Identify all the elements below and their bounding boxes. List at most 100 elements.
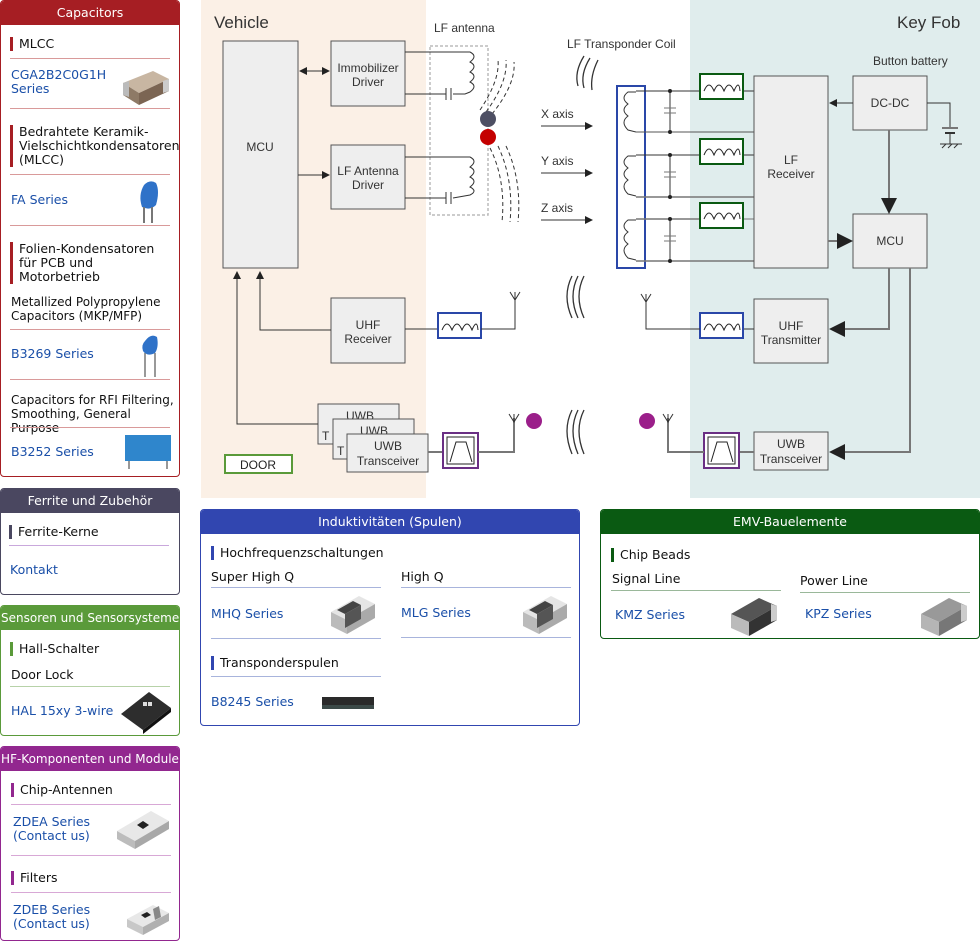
divider	[11, 804, 171, 805]
section-chip-antennen: Chip-Antennen	[11, 783, 113, 797]
uwb-dot-icon	[639, 413, 655, 429]
link-cga2b2c0g1h[interactable]: CGA2B2C0G1H Series	[11, 67, 107, 96]
mlg-inductor-image	[523, 596, 567, 634]
divider	[10, 225, 170, 226]
link-hal-15xy[interactable]: HAL 15xy 3-wire	[11, 703, 114, 718]
link-b8245-series[interactable]: B8245 Series	[211, 694, 294, 709]
divider	[10, 329, 170, 330]
uhf-receiver-block: UHF Receiver	[330, 297, 406, 364]
antenna-icon	[662, 413, 674, 423]
lf-transponder-label: LF Transponder Coil	[567, 37, 676, 51]
transponder-coils	[623, 91, 637, 261]
transponder-coil-box	[616, 85, 646, 269]
link-mhq-series[interactable]: MHQ Series	[211, 606, 284, 621]
chip-bead-2	[699, 138, 744, 165]
svg-text:Driver: Driver	[352, 75, 384, 89]
wireless-waves-icon	[566, 55, 599, 455]
section-mlcc: MLCC	[10, 37, 54, 51]
zdea-antenna-image	[117, 811, 169, 849]
chip-bead-3	[699, 202, 744, 229]
link-mlg-series[interactable]: MLG Series	[401, 605, 471, 620]
divider	[10, 108, 170, 109]
divider	[10, 379, 170, 380]
chip-bead-1	[699, 73, 744, 100]
keyfob-label: Key Fob	[897, 13, 960, 32]
door-lock-label: Door Lock	[11, 667, 74, 682]
rfi-label: Capacitors for RFI Filtering, Smoothing,…	[11, 393, 174, 435]
dcdc-block: DC-DC	[852, 75, 928, 131]
uwb-transceiver-vehicle-block: UWB Transceiver	[346, 433, 429, 473]
divider	[11, 892, 171, 893]
signal-line-label: Signal Line	[612, 571, 681, 586]
svg-text:UWB: UWB	[777, 437, 805, 451]
section-folien: Folien-Kondensatoren für PCB und Motorbe…	[10, 242, 154, 284]
emc-header: EMV-Bauelemente	[601, 510, 979, 534]
link-kmz-series[interactable]: KMZ Series	[615, 607, 685, 622]
divider	[10, 686, 170, 687]
link-fa-series[interactable]: FA Series	[11, 192, 69, 207]
link-zdea-series[interactable]: ZDEA Series (Contact us)	[13, 814, 91, 843]
gray-dot-icon	[480, 111, 496, 127]
svg-text:Transceiver: Transceiver	[760, 452, 822, 466]
section-ferrite-kerne: Ferrite-Kerne	[9, 525, 99, 539]
lf-antenna-coil-1	[405, 51, 475, 100]
uhf-transmitter-block: UHF Transmitter	[753, 298, 829, 364]
lf-field-lines	[479, 59, 520, 223]
capacitors-header: Capacitors	[1, 1, 179, 25]
kpz-bead-image	[921, 598, 967, 636]
link-kpz-series[interactable]: KPZ Series	[805, 606, 872, 621]
link-kontakt[interactable]: Kontakt	[10, 562, 58, 577]
hal-sensor-image	[121, 692, 171, 734]
zdeb-filter-image	[127, 905, 169, 935]
lf-antenna-coil-2	[405, 156, 475, 204]
high-q-label: High Q	[401, 569, 444, 584]
svg-text:T: T	[337, 444, 345, 458]
svg-text:UHF: UHF	[779, 319, 804, 333]
svg-text:Z axis: Z axis	[541, 201, 573, 215]
section-filters: Filters	[11, 871, 57, 885]
divider	[9, 545, 169, 546]
b8245-coil-image	[322, 697, 374, 709]
svg-text:Immobilizer: Immobilizer	[337, 61, 398, 75]
link-b3252-series[interactable]: B3252 Series	[11, 444, 94, 459]
uhf-inductor-keyfob	[699, 312, 744, 339]
sensors-header: Sensoren und Sensorsysteme	[1, 606, 179, 630]
uwb-filter-keyfob	[703, 432, 740, 469]
hf-panel: HF-Komponenten und Module Chip-Antennen …	[0, 746, 180, 941]
link-b3269-series[interactable]: B3269 Series	[11, 346, 94, 361]
svg-text:Transceiver: Transceiver	[357, 454, 419, 468]
link-zdeb-series[interactable]: ZDEB Series (Contact us)	[13, 902, 91, 931]
ferrite-header: Ferrite und Zubehör	[1, 489, 179, 513]
svg-text:UWB: UWB	[374, 439, 402, 453]
section-bedrahtete: Bedrahtete Keramik- Vielschichtkondensat…	[10, 125, 179, 167]
svg-text:T: T	[322, 429, 330, 443]
uwb-transceiver-keyfob-block: UWB Transceiver	[753, 431, 829, 471]
b3252-capacitor-image	[125, 435, 171, 469]
svg-text:DC-DC: DC-DC	[871, 96, 910, 110]
svg-text:X axis: X axis	[541, 107, 574, 121]
divider	[211, 638, 381, 639]
svg-text:Receiver: Receiver	[767, 167, 814, 181]
divider	[10, 427, 170, 428]
axis-arrows: X axis Y axis Z axis	[541, 107, 593, 224]
svg-text:Y axis: Y axis	[541, 154, 573, 168]
svg-text:LF Antenna: LF Antenna	[337, 164, 399, 178]
svg-text:LF: LF	[784, 153, 798, 167]
divider	[611, 590, 781, 591]
divider	[10, 174, 170, 175]
lf-antenna-driver-block: LF Antenna Driver	[330, 144, 406, 210]
immobilizer-driver-block: Immobilizer Driver	[330, 40, 406, 107]
antenna-icon	[508, 413, 520, 423]
fa-capacitor-image	[140, 181, 158, 223]
ferrite-panel: Ferrite und Zubehör Ferrite-Kerne Kontak…	[0, 488, 180, 595]
lf-antenna-label: LF antenna	[434, 21, 495, 35]
svg-text:DOOR: DOOR	[240, 458, 276, 472]
divider	[401, 637, 571, 638]
section-chip-beads: Chip Beads	[611, 548, 690, 562]
red-dot-icon	[480, 129, 496, 145]
divider	[10, 58, 170, 59]
uwb-filter-vehicle	[442, 432, 479, 469]
svg-text:Receiver: Receiver	[344, 332, 391, 346]
uwb-dot-icon	[526, 413, 542, 429]
inductors-panel: Induktivitäten (Spulen) Hochfrequenzscha…	[200, 509, 580, 726]
